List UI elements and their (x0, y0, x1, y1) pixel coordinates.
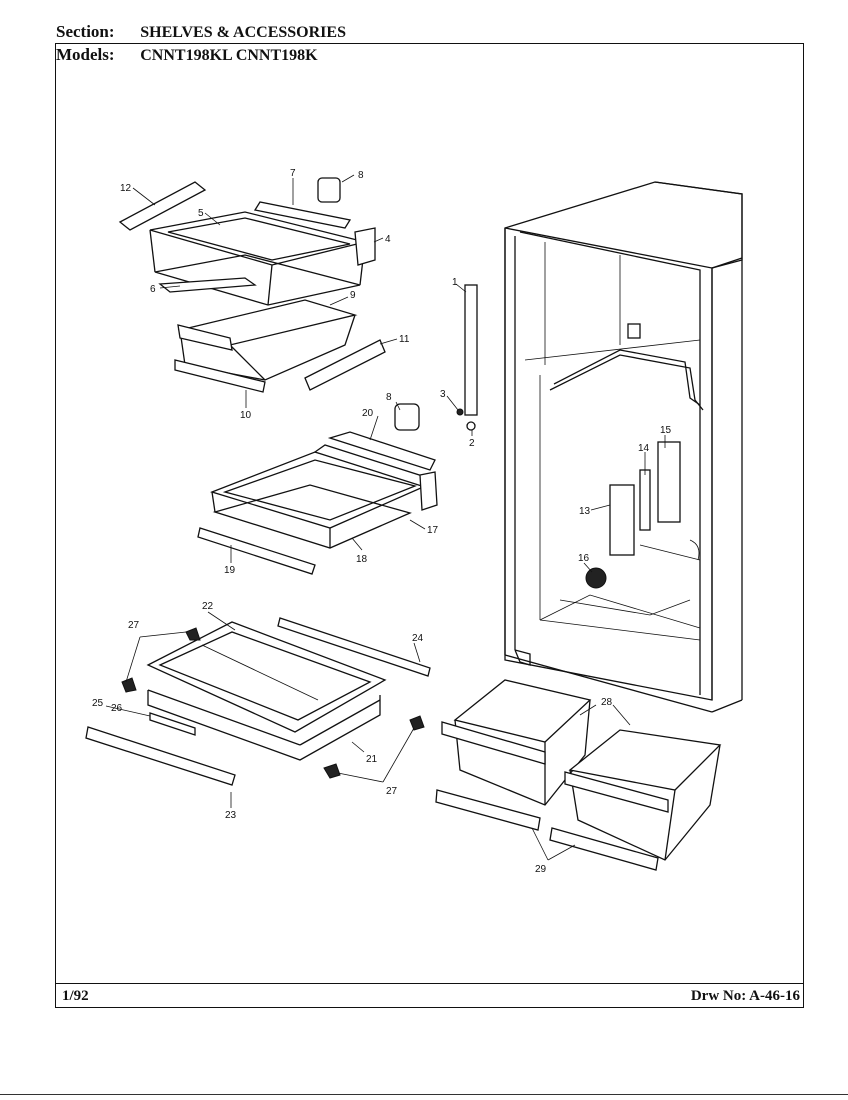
callout-27-left: 27 (128, 620, 140, 631)
models-row: Models: CNNT198KL CNNT198K (56, 45, 318, 65)
callout-18: 18 (356, 554, 368, 565)
callout-2: 2 (469, 438, 475, 449)
vertical-rail (456, 284, 478, 431)
callout-labels: 12 5 6 7 8 4 9 10 11 1 3 2 8 20 17 18 19… (92, 168, 672, 875)
callout-28: 28 (601, 697, 613, 708)
page-bottom-rule (0, 1094, 848, 1095)
callout-13: 13 (579, 506, 591, 517)
callout-20: 20 (362, 408, 374, 419)
callout-29: 29 (535, 864, 547, 875)
crisper-cover-assembly (85, 617, 431, 786)
drawing-date: 1/92 (62, 988, 89, 1004)
footer-divider (55, 983, 804, 984)
callout-4: 4 (385, 234, 391, 245)
section-title: SHELVES & ACCESSORIES (140, 24, 346, 41)
callout-24: 24 (412, 633, 424, 644)
models-list: CNNT198KL CNNT198K (140, 47, 318, 64)
callout-5: 5 (198, 208, 204, 219)
callout-9: 9 (350, 290, 356, 301)
callout-27-right: 27 (386, 786, 398, 797)
leader-lines (105, 174, 666, 808)
callout-21: 21 (366, 754, 378, 765)
callout-17: 17 (427, 525, 439, 536)
callout-8-middle: 8 (386, 392, 392, 403)
callout-12: 12 (120, 183, 132, 194)
models-label: Models: (56, 45, 115, 64)
middle-shelf-assembly (197, 403, 438, 575)
callout-10: 10 (240, 410, 252, 421)
callout-3: 3 (440, 389, 446, 400)
section-label: Section: (56, 22, 115, 41)
section-row: Section: SHELVES & ACCESSORIES (56, 22, 346, 42)
callout-25: 25 (92, 698, 104, 709)
drawing-frame (55, 43, 804, 1008)
callout-1: 1 (452, 277, 458, 288)
callout-8-upper: 8 (358, 170, 364, 181)
drawing-number: Drw No: A-46-16 (690, 988, 800, 1004)
callout-19: 19 (224, 565, 236, 576)
callout-22: 22 (202, 601, 214, 612)
callout-14: 14 (638, 443, 650, 454)
refrigerator-cabinet (504, 181, 743, 713)
callout-23: 23 (225, 810, 237, 821)
callout-16: 16 (578, 553, 590, 564)
upper-shelf-assembly (118, 177, 376, 306)
crisper-drawers (435, 679, 722, 871)
callout-11: 11 (399, 334, 410, 345)
meat-pan-assembly (174, 299, 386, 393)
callout-6: 6 (150, 284, 156, 295)
callout-26: 26 (111, 703, 123, 714)
callout-15: 15 (660, 425, 672, 436)
callout-7: 7 (290, 168, 296, 179)
